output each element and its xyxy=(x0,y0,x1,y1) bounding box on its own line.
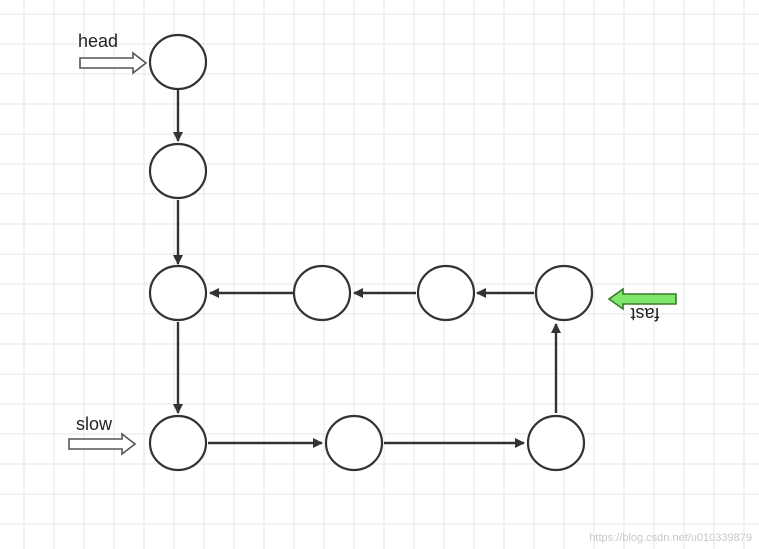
edges xyxy=(173,90,561,448)
list-node-3 xyxy=(148,264,208,322)
list-node-9 xyxy=(292,264,352,322)
list-node-5 xyxy=(324,414,384,472)
slow-label: slow xyxy=(76,414,113,434)
list-node-7 xyxy=(534,264,594,322)
head-label: head xyxy=(78,31,118,51)
head-pointer-arrow-icon xyxy=(79,51,148,75)
nodes xyxy=(148,33,594,472)
list-node-4 xyxy=(148,414,208,472)
list-node-1 xyxy=(148,33,208,91)
watermark: https://blog.csdn.net/u010339879 xyxy=(589,532,752,544)
fast-label: fast xyxy=(630,304,659,324)
head-pointer: head xyxy=(78,31,148,75)
fast-pointer: fast xyxy=(607,287,677,324)
list-node-2 xyxy=(148,142,208,200)
slow-pointer: slow xyxy=(68,414,137,456)
fast-pointer-arrow-icon xyxy=(607,287,677,311)
list-node-6 xyxy=(526,414,586,472)
slow-pointer-arrow-icon xyxy=(68,432,137,456)
list-node-8 xyxy=(416,264,476,322)
